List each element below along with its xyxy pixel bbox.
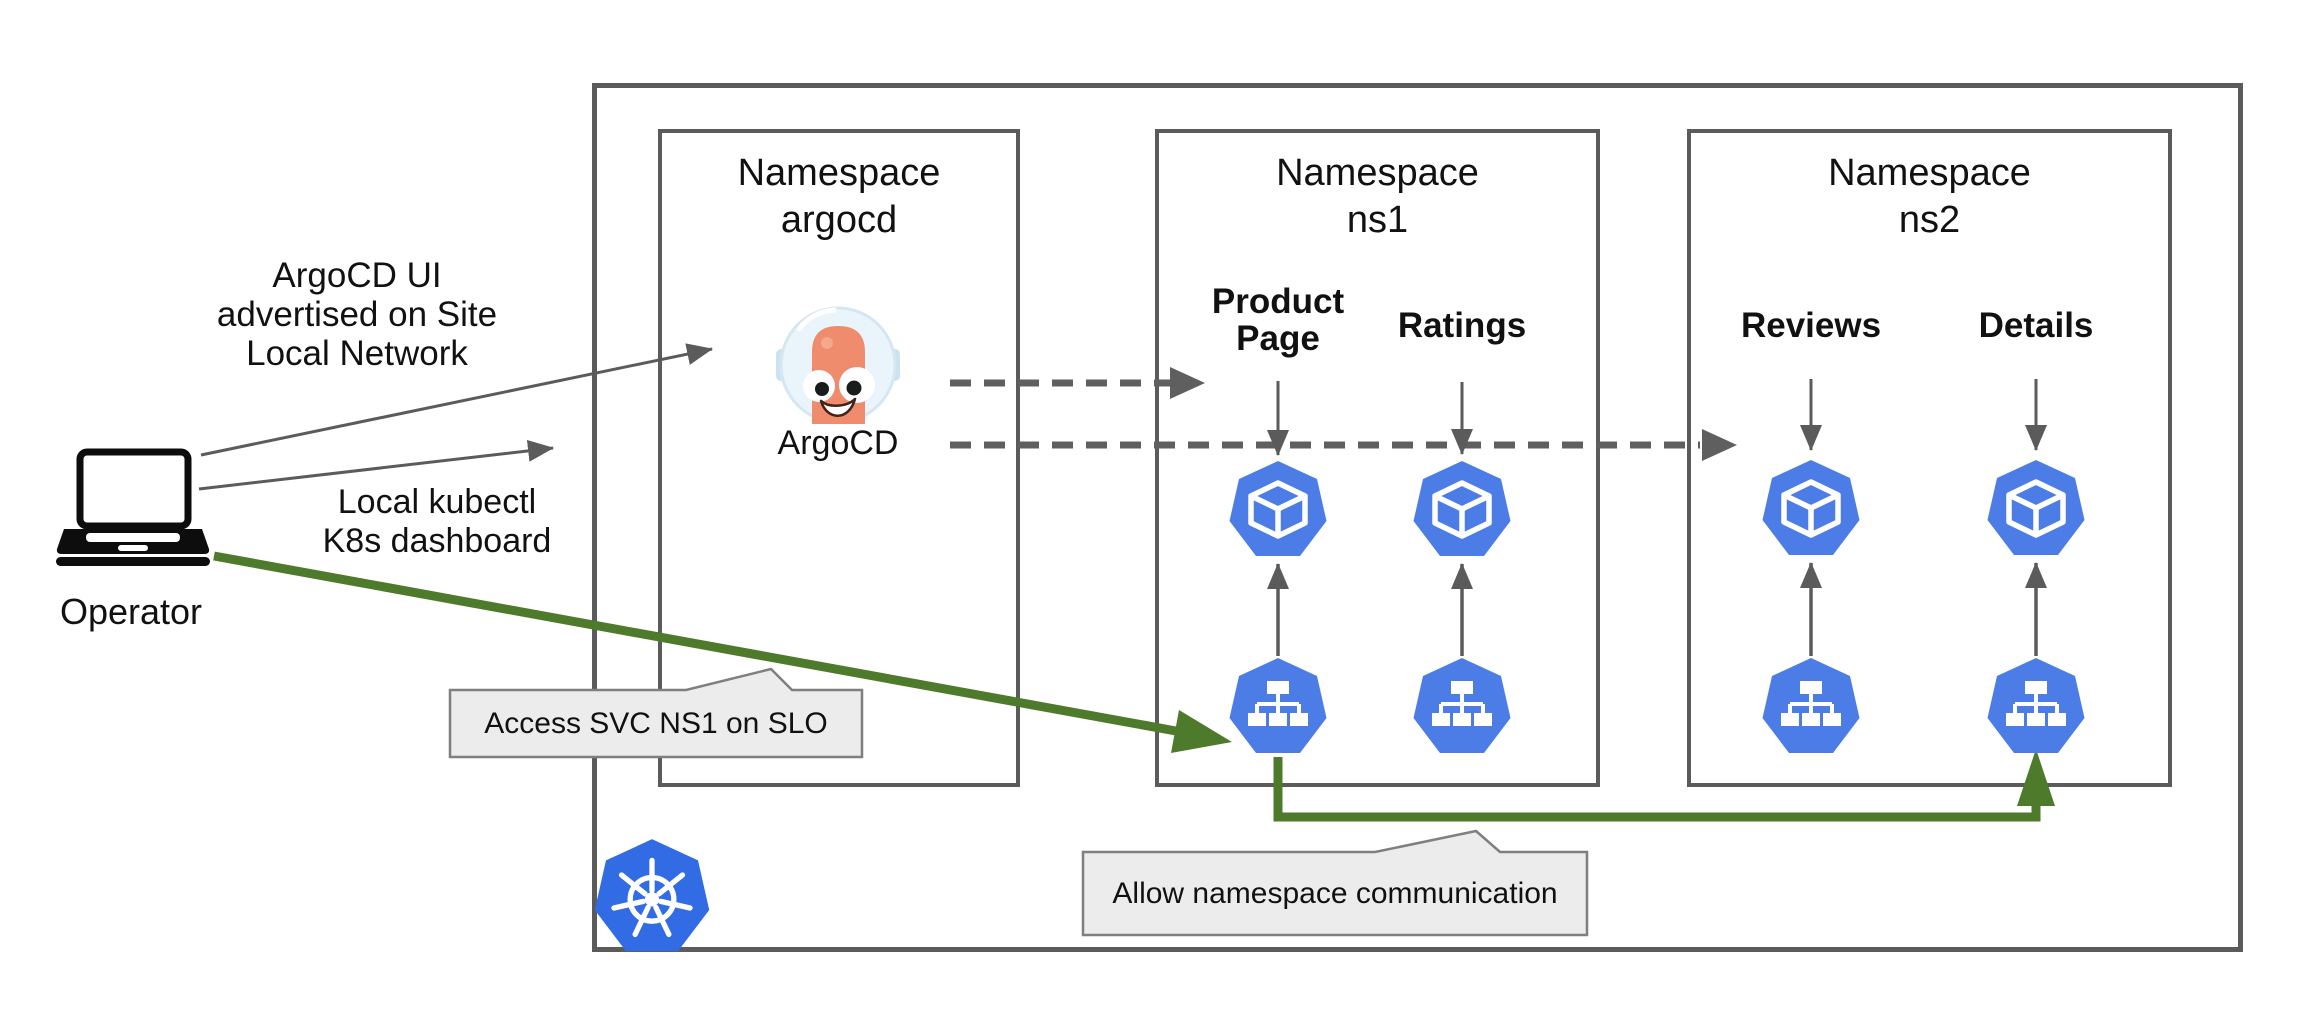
kubectl-annotation: Local kubectl K8s dashboard [322, 483, 552, 560]
service-icon [1760, 656, 1862, 755]
argocd-sync-arrow-ns2 [950, 429, 1737, 461]
cluster-box [592, 83, 2243, 952]
service-label-reviews: Reviews [1740, 306, 1882, 345]
operator-label: Operator [59, 591, 203, 632]
namespace-box-ns1 [1155, 129, 1600, 787]
namespace-communication-green-arrow [1273, 749, 2055, 822]
argocd-sync-arrow-ns1 [950, 367, 1205, 399]
access-svc-green-arrow [213, 551, 1232, 753]
allow-callout-bubble [1081, 829, 1589, 937]
kubectl-arrow [198, 439, 554, 491]
argocd-mascot-icon [776, 306, 900, 424]
namespace-box-ns2 [1687, 129, 2172, 787]
pod-icon [1230, 461, 1327, 556]
namespace-title-ns1: Namespace ns1 [1276, 152, 1479, 241]
argocd-app-label: ArgoCD [777, 424, 899, 462]
laptop-icon [56, 448, 210, 566]
service-label-product-page: Product Page [1211, 282, 1345, 358]
kubernetes-logo-icon [595, 839, 709, 951]
pod-icon [1988, 460, 2085, 555]
service-icon [1227, 656, 1329, 755]
namespace-title-argocd: Namespace argocd [737, 152, 941, 241]
pod-icon [1414, 461, 1511, 556]
service-label-ratings: Ratings [1397, 306, 1527, 345]
namespace-box-argocd [658, 129, 1020, 787]
access-callout-label: Access SVC NS1 on SLO [484, 706, 828, 740]
service-icon [1985, 656, 2087, 755]
argocd-ui-annotation: ArgoCD UI advertised on Site Local Netwo… [216, 256, 498, 373]
argocd-ui-arrow [200, 343, 713, 457]
allow-callout-label: Allow namespace communication [1112, 876, 1558, 910]
namespace-title-ns2: Namespace ns2 [1828, 152, 2031, 241]
service-label-details: Details [1978, 306, 2094, 345]
service-icon [1411, 656, 1513, 755]
access-callout-bubble [448, 667, 864, 759]
pod-icon [1763, 460, 1860, 555]
